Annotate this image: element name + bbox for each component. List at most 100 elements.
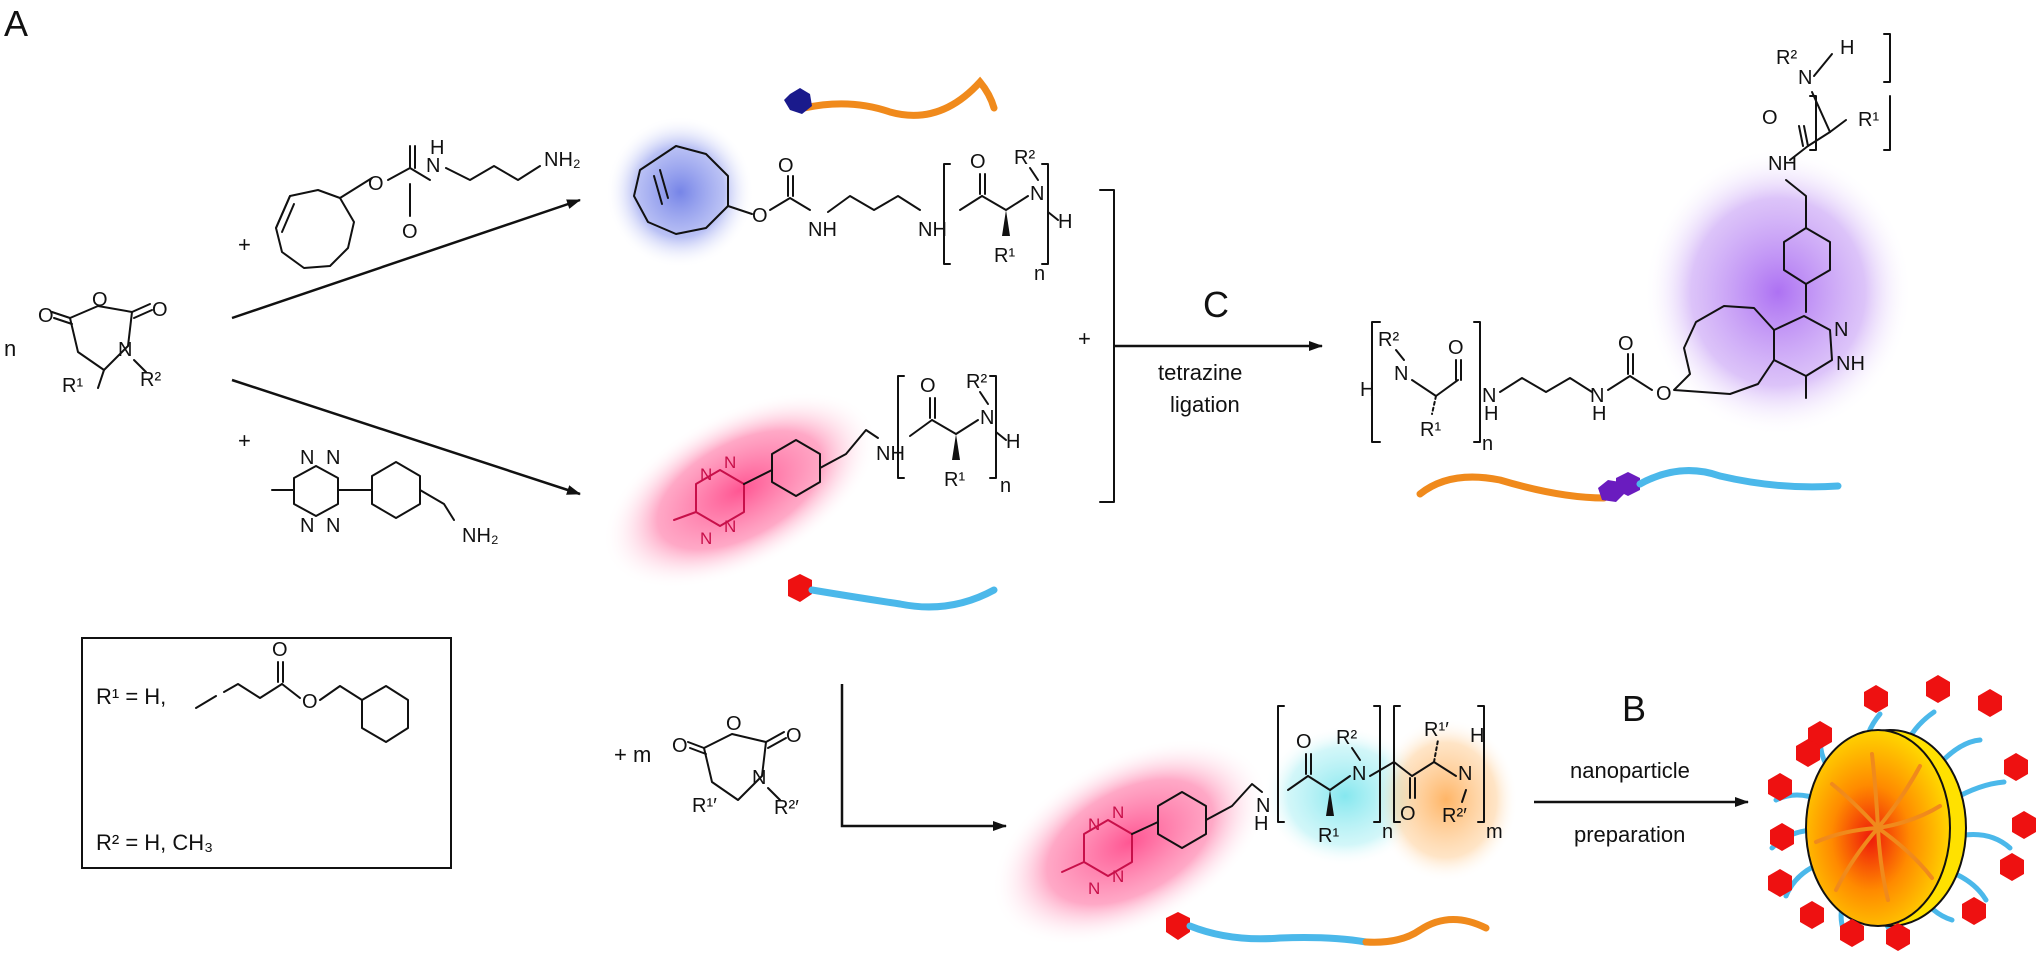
svg-text:R¹′: R¹′ [692, 795, 717, 817]
svg-text:N: N [1834, 319, 1848, 341]
plus-sign-join: + [1078, 326, 1091, 351]
svg-text:R²: R² [1014, 147, 1035, 169]
svg-text:R²: R² [1776, 47, 1797, 69]
svg-text:O: O [92, 289, 108, 311]
nanoparticle-cartoon [1768, 675, 2036, 951]
svg-text:N: N [1798, 67, 1812, 89]
svg-text:H: H [1470, 725, 1484, 747]
svg-text:H: H [430, 137, 444, 159]
plus-sign-top: + [238, 232, 251, 257]
svg-text:N: N [980, 407, 994, 429]
svg-text:H: H [1592, 403, 1606, 425]
arrow-to-tetrazine-polymer [231, 378, 581, 496]
navy-hexagon-marker [784, 88, 812, 114]
svg-text:N: N [724, 453, 736, 472]
svg-text:R²: R² [1336, 727, 1357, 749]
block-2-highlight [1374, 718, 1518, 882]
plus-sign-mid: + [238, 428, 251, 453]
svg-text:N: N [1352, 763, 1366, 785]
svg-text:O: O [368, 173, 384, 195]
svg-text:N: N [1112, 803, 1124, 822]
svg-text:N: N [300, 447, 314, 469]
svg-text:NH: NH [1836, 353, 1865, 375]
svg-text:R²: R² [140, 369, 161, 391]
svg-text:NH: NH [1768, 153, 1797, 175]
svg-text:n: n [1034, 263, 1045, 285]
svg-text:O: O [1762, 107, 1778, 129]
svg-text:R¹: R¹ [62, 375, 83, 397]
svg-text:H: H [1360, 379, 1374, 401]
svg-text:R¹: R¹ [1420, 419, 1441, 441]
svg-text:O: O [302, 691, 318, 713]
nanoparticle-label-line1: nanoparticle [1570, 758, 1690, 783]
block-tetrazine-highlight [991, 738, 1269, 946]
tco-highlight [606, 116, 754, 268]
svg-text:NH: NH [918, 219, 947, 241]
tetrazine-highlight [602, 391, 878, 589]
red-hexagon-marker [788, 574, 812, 602]
svg-text:O: O [752, 205, 768, 227]
tco-polypeptide: O O NH NH O R¹ N R² H n [606, 116, 1072, 285]
svg-text:n: n [1482, 433, 1493, 455]
adduct-cartoon [1416, 467, 1842, 502]
svg-text:H: H [1840, 37, 1854, 59]
svg-text:n: n [1382, 821, 1393, 843]
svg-text:O: O [920, 375, 936, 397]
svg-text:NH: NH [876, 443, 905, 465]
tco-amine-reagent: + O O N H NH₂ [238, 137, 581, 269]
svg-text:N: N [1394, 363, 1408, 385]
arrow-to-block-copolymer [840, 684, 1007, 831]
svg-text:R²′: R²′ [1442, 805, 1467, 827]
nca-monomer: n O O O N R¹ R² [4, 289, 168, 397]
panel-label-c: C [1203, 284, 1229, 325]
svg-text:N: N [1088, 815, 1100, 834]
red-hexagon-marker [1166, 912, 1190, 940]
coefficient-m: + m [614, 742, 651, 767]
svg-text:R²: R² [1378, 329, 1399, 351]
svg-text:N: N [1458, 763, 1472, 785]
ligation-label-line2: ligation [1170, 392, 1240, 417]
svg-text:O: O [778, 155, 794, 177]
tco-polymer-cartoon [784, 76, 998, 119]
svg-text:N: N [700, 465, 712, 484]
svg-text:NH: NH [808, 219, 837, 241]
svg-text:O: O [1618, 333, 1634, 355]
svg-text:R¹: R¹ [1318, 825, 1339, 847]
svg-text:H: H [1058, 211, 1072, 233]
svg-text:N: N [118, 339, 132, 361]
legend-r1: R¹ = H, [96, 684, 166, 709]
svg-text:R²: R² [966, 371, 987, 393]
svg-text:R¹: R¹ [994, 245, 1015, 267]
ligation-label-line1: tetrazine [1158, 360, 1242, 385]
svg-text:N: N [1256, 795, 1270, 817]
nanoparticle-label-line2: preparation [1574, 822, 1685, 847]
substituent-legend: R¹ = H, O O R² = H, CH₃ [81, 637, 452, 869]
svg-text:N: N [326, 515, 340, 537]
svg-text:H: H [1006, 431, 1020, 453]
tetrazine-polypeptide: N N N N NH O R¹ N R² H n [602, 371, 1020, 589]
second-nca-monomer: + m O O O N R¹′ R²′ [614, 713, 802, 819]
svg-text:R¹: R¹ [944, 469, 965, 491]
tetrazine-amine-reagent: + N N N N NH₂ [238, 428, 499, 547]
svg-text:O: O [970, 151, 986, 173]
svg-text:O: O [152, 299, 168, 321]
svg-text:O: O [1296, 731, 1312, 753]
svg-text:N: N [1482, 385, 1496, 407]
svg-text:O: O [672, 735, 688, 757]
svg-text:N: N [752, 767, 766, 789]
svg-text:O: O [1656, 383, 1672, 405]
adduct-highlight [1644, 148, 1912, 436]
tetrazine-polymer-cartoon [788, 574, 998, 611]
svg-text:m: m [1486, 821, 1503, 843]
svg-text:N: N [1088, 879, 1100, 898]
svg-text:O: O [786, 725, 802, 747]
svg-text:O: O [272, 639, 288, 661]
svg-text:n: n [1000, 475, 1011, 497]
svg-text:N: N [326, 447, 340, 469]
svg-text:O: O [726, 713, 742, 735]
svg-text:N: N [700, 529, 712, 548]
ligation-adduct: H N R² R¹ O n N H N H O O N NH NH O [1360, 33, 1912, 455]
svg-text:H: H [1484, 403, 1498, 425]
svg-text:O: O [402, 221, 418, 243]
